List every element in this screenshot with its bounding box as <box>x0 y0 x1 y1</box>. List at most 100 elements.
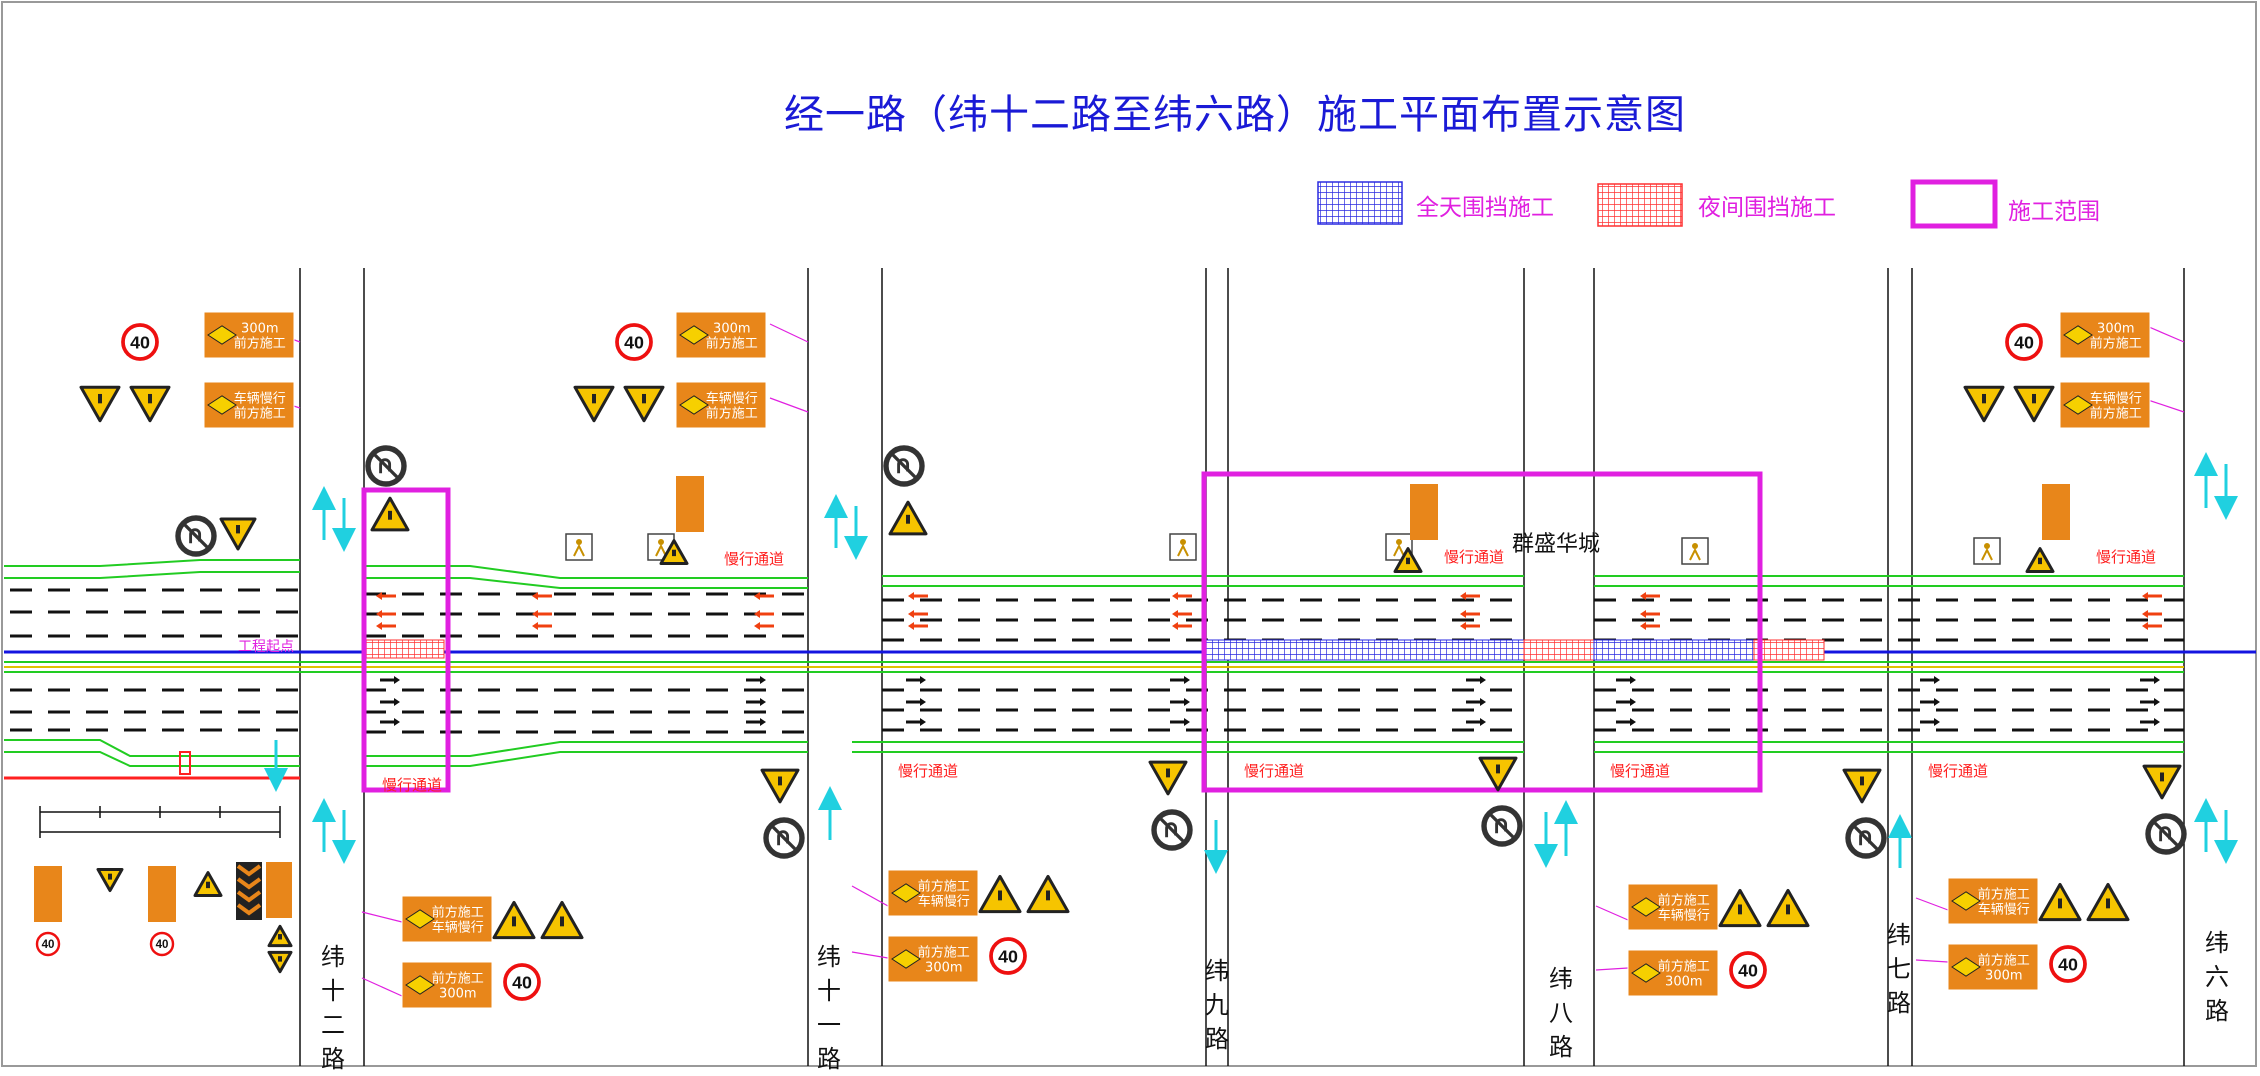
svg-text:前方施工: 前方施工 <box>2090 336 2142 352</box>
lane-arrow-icon <box>754 592 774 600</box>
warning-triangle-icon <box>79 385 121 423</box>
speed-limit-40-icon: 40 <box>503 963 541 1001</box>
svg-text:40: 40 <box>156 939 169 951</box>
legend-night-swatch <box>1597 183 1683 227</box>
warning-triangle-icon <box>573 385 615 423</box>
lane-arrow-icon <box>532 610 552 618</box>
no-u-turn-icon <box>2145 813 2187 855</box>
warning-triangle-icon <box>2038 882 2082 922</box>
svg-text:300m: 300m <box>713 321 750 336</box>
svg-text:300m: 300m <box>925 961 962 976</box>
road-name-wei6: 纬六路 <box>2205 929 2229 1025</box>
svg-text:前方施工: 前方施工 <box>706 336 758 352</box>
legend-allday-swatch <box>1317 181 1403 225</box>
lane-arrow-icon <box>1640 622 1660 630</box>
start-point-label: 工程起点 <box>238 639 294 655</box>
lane-arrow-icon <box>1640 592 1660 600</box>
svg-text:300m: 300m <box>241 321 278 336</box>
lane-arrow-icon <box>380 718 400 726</box>
warning-triangle-icon <box>267 950 293 974</box>
svg-text:车辆慢行: 车辆慢行 <box>2090 390 2142 406</box>
lane-arrow-icon <box>906 676 926 684</box>
svg-text:前方施工: 前方施工 <box>918 878 970 894</box>
svg-text:前方施工: 前方施工 <box>432 904 484 920</box>
lane-arrow-icon <box>908 592 928 600</box>
no-u-turn-icon <box>365 445 407 487</box>
svg-text:前方施工: 前方施工 <box>234 336 286 352</box>
speed-limit-40-icon: 40 <box>615 323 653 361</box>
lane-arrow-icon <box>746 698 766 706</box>
svg-text:前方施工: 前方施工 <box>1658 958 1710 974</box>
warning-triangle-icon <box>129 385 171 423</box>
svg-text:40: 40 <box>998 946 1018 966</box>
lane-arrow-icon <box>1920 676 1940 684</box>
svg-text:车辆慢行: 车辆慢行 <box>432 920 484 936</box>
warning-triangle-icon <box>492 900 536 940</box>
slow-lane-label: 慢行通道 <box>724 550 785 568</box>
svg-text:前方施工: 前方施工 <box>432 970 484 986</box>
road-work-icon <box>888 500 928 536</box>
place-label: 群盛华城 <box>1512 532 1601 557</box>
road-work-icon <box>2042 484 2070 540</box>
flagman-icon <box>1169 533 1197 561</box>
lane-arrow-icon <box>376 610 396 618</box>
lane-arrow-icon <box>1466 718 1486 726</box>
svg-text:300m: 300m <box>1985 969 2022 984</box>
legend-night-label: 夜间围挡施工 <box>1698 195 1836 221</box>
road-work-icon <box>148 866 176 922</box>
svg-text:车辆慢行: 车辆慢行 <box>1978 902 2030 918</box>
warning-triangle-icon <box>978 874 1022 914</box>
svg-text:前方施工: 前方施工 <box>1978 952 2030 968</box>
warning-triangle-icon <box>193 871 223 897</box>
speed-limit-40-icon: 40 <box>2049 945 2087 983</box>
speed-limit-40-icon: 40 <box>1729 951 1767 989</box>
lane-arrow-icon <box>2142 610 2162 618</box>
slow-lane-label: 慢行通道 <box>1928 762 1989 780</box>
warning-triangle-icon <box>1963 385 2005 423</box>
road-work-icon <box>2142 764 2182 800</box>
svg-text:车辆慢行: 车辆慢行 <box>706 390 758 406</box>
slow-lane-label: 慢行通道 <box>382 776 443 794</box>
svg-text:前方施工: 前方施工 <box>1978 886 2030 902</box>
lane-arrow-icon <box>376 622 396 630</box>
svg-text:40: 40 <box>512 972 532 992</box>
svg-text:前方施工: 前方施工 <box>1658 892 1710 908</box>
road-name-wei8: 纬八路 <box>1549 965 1573 1061</box>
road-work-icon <box>266 862 292 918</box>
legend-allday-label: 全天围挡施工 <box>1416 195 1554 221</box>
warning-triangle-icon <box>623 385 665 423</box>
lane-arrow-icon <box>1172 592 1192 600</box>
warning-triangle-icon <box>1718 888 1762 928</box>
lane-arrow-icon <box>532 592 552 600</box>
road-work-icon <box>760 768 800 804</box>
lane-arrow-icon <box>1460 610 1480 618</box>
road-work-icon <box>34 866 62 922</box>
lane-arrow-icon <box>532 622 552 630</box>
lane-arrow-icon <box>1640 610 1660 618</box>
svg-text:车辆慢行: 车辆慢行 <box>1658 908 1710 924</box>
warning-triangle-icon <box>267 924 293 948</box>
lane-arrow-icon <box>1616 718 1636 726</box>
lane-arrow-icon <box>1920 718 1940 726</box>
svg-text:300m: 300m <box>1665 975 1702 990</box>
speed-limit-40-icon: 40 <box>989 937 1027 975</box>
construction-range-box <box>1201 471 1763 793</box>
svg-text:车辆慢行: 车辆慢行 <box>918 894 970 910</box>
svg-text:300m: 300m <box>439 987 476 1002</box>
road-work-icon <box>1478 756 1518 792</box>
lane-arrow-icon <box>2140 698 2160 706</box>
chevron-board-icon <box>236 862 262 920</box>
lane-arrow-icon <box>1170 698 1190 706</box>
road-name-wei12: 纬十二路 <box>321 943 345 1073</box>
road-work-icon <box>1393 547 1423 573</box>
